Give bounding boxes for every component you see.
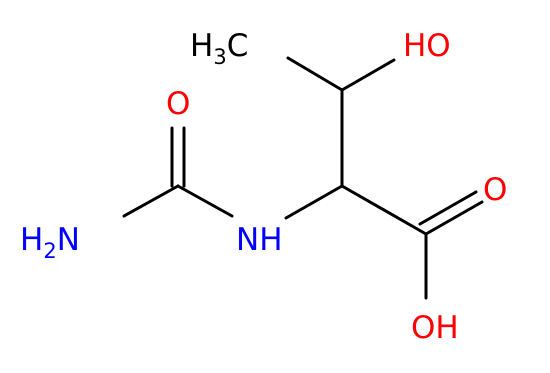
methyl-c: C: [227, 28, 249, 64]
bond-acid-o-2: [418, 190, 478, 226]
bond-acid-o-1: [424, 200, 484, 236]
amine-label: H2N: [20, 222, 80, 263]
bonds: [122, 56, 484, 300]
amine-subscript: 2: [43, 239, 56, 263]
bond-chiral-hydroxyl: [340, 58, 396, 92]
acid-carbonyl-o-label: O: [483, 172, 507, 208]
bond-alpha-acid: [340, 184, 428, 236]
acid-hydroxyl-label: OH: [411, 310, 459, 346]
bond-urea-nh2: [122, 184, 180, 218]
urea-carbonyl-o-label: O: [166, 86, 190, 122]
nh-label: NH: [236, 222, 283, 258]
amine-h: H: [20, 222, 43, 258]
methyl-subscript: 3: [213, 45, 226, 69]
bond-methyl-chiral: [286, 56, 344, 92]
bond-nh-urea: [176, 184, 234, 218]
methyl-h: H: [190, 28, 213, 64]
amine-n: N: [57, 222, 80, 258]
hydroxyl-top-label: HO: [403, 28, 451, 64]
methyl-label: H3C: [190, 28, 248, 69]
bond-alpha-nh: [284, 184, 344, 220]
